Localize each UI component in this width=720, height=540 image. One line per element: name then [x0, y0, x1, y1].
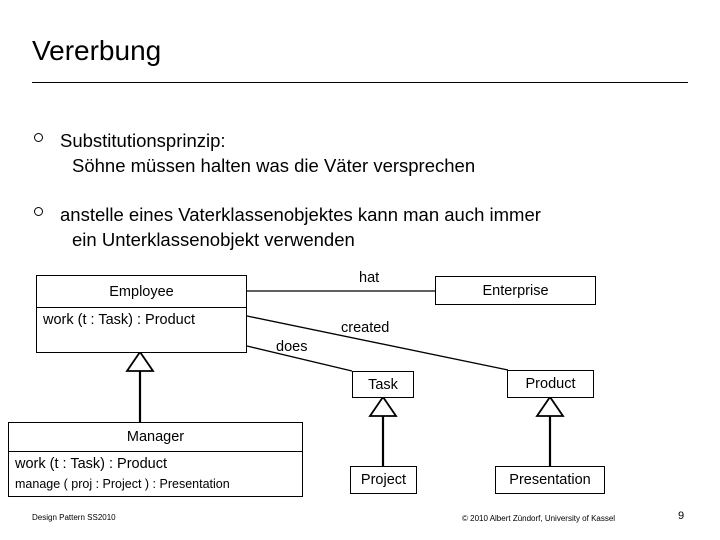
circle-bullet-icon: [34, 133, 43, 142]
uml-class-manager-name: Manager: [126, 429, 185, 445]
generalization-arrow-project-task: [368, 395, 398, 417]
uml-class-employee-name: Employee: [109, 283, 174, 300]
uml-class-enterprise[interactable]: Enterprise: [435, 276, 596, 305]
generalization-arrow-manager-employee: [125, 350, 155, 372]
association-label-hat: hat: [359, 270, 380, 286]
uml-class-manager-operations: work (t : Task) : Product manage ( proj …: [9, 451, 302, 496]
generalization-arrow-presentation-product: [535, 395, 565, 417]
uml-operation: work (t : Task) : Product: [15, 456, 168, 472]
title-divider: [32, 82, 688, 83]
uml-operation: manage ( proj : Project ) : Presentation: [15, 477, 230, 491]
bullet-item-2: anstelle eines Vaterklassenobjektes kann…: [34, 202, 694, 252]
bullet-item-1-line-2: Söhne müssen halten was die Väter verspr…: [72, 155, 476, 176]
bullet-item-1-text: Substitutionsprinzip: Söhne müssen halte…: [60, 128, 694, 178]
uml-class-employee-operations: work (t : Task) : Product: [37, 307, 246, 352]
bullet-item-2-line-1: anstelle eines Vaterklassenobjektes kann…: [60, 204, 541, 225]
footer-left-text: Design Pattern SS2010: [32, 513, 116, 522]
bullet-item-1: Substitutionsprinzip: Söhne müssen halte…: [34, 128, 694, 178]
uml-operation: work (t : Task) : Product: [43, 312, 196, 328]
uml-class-product[interactable]: Product: [507, 370, 594, 398]
association-line-does: [246, 345, 353, 372]
circle-bullet-icon: [34, 207, 43, 216]
uml-class-project[interactable]: Project: [350, 466, 417, 494]
bullet-item-2-text: anstelle eines Vaterklassenobjektes kann…: [60, 202, 694, 252]
uml-class-presentation[interactable]: Presentation: [495, 466, 605, 494]
page-number: 9: [678, 510, 685, 522]
uml-class-task[interactable]: Task: [352, 371, 414, 398]
uml-class-manager[interactable]: Manager work (t : Task) : Product manage…: [8, 422, 303, 497]
association-label-created: created: [341, 320, 390, 336]
uml-class-employee[interactable]: Employee work (t : Task) : Product: [36, 275, 247, 353]
association-label-does: does: [276, 339, 308, 355]
bullet-item-1-line-1: Substitutionsprinzip:: [60, 130, 226, 151]
bullet-item-2-line-2: ein Unterklassenobjekt verwenden: [72, 229, 355, 250]
association-line-created: [246, 315, 509, 371]
footer-copyright-text: © 2010 Albert Zündorf, University of Kas…: [462, 514, 616, 523]
page-title: Vererbung: [32, 35, 162, 66]
